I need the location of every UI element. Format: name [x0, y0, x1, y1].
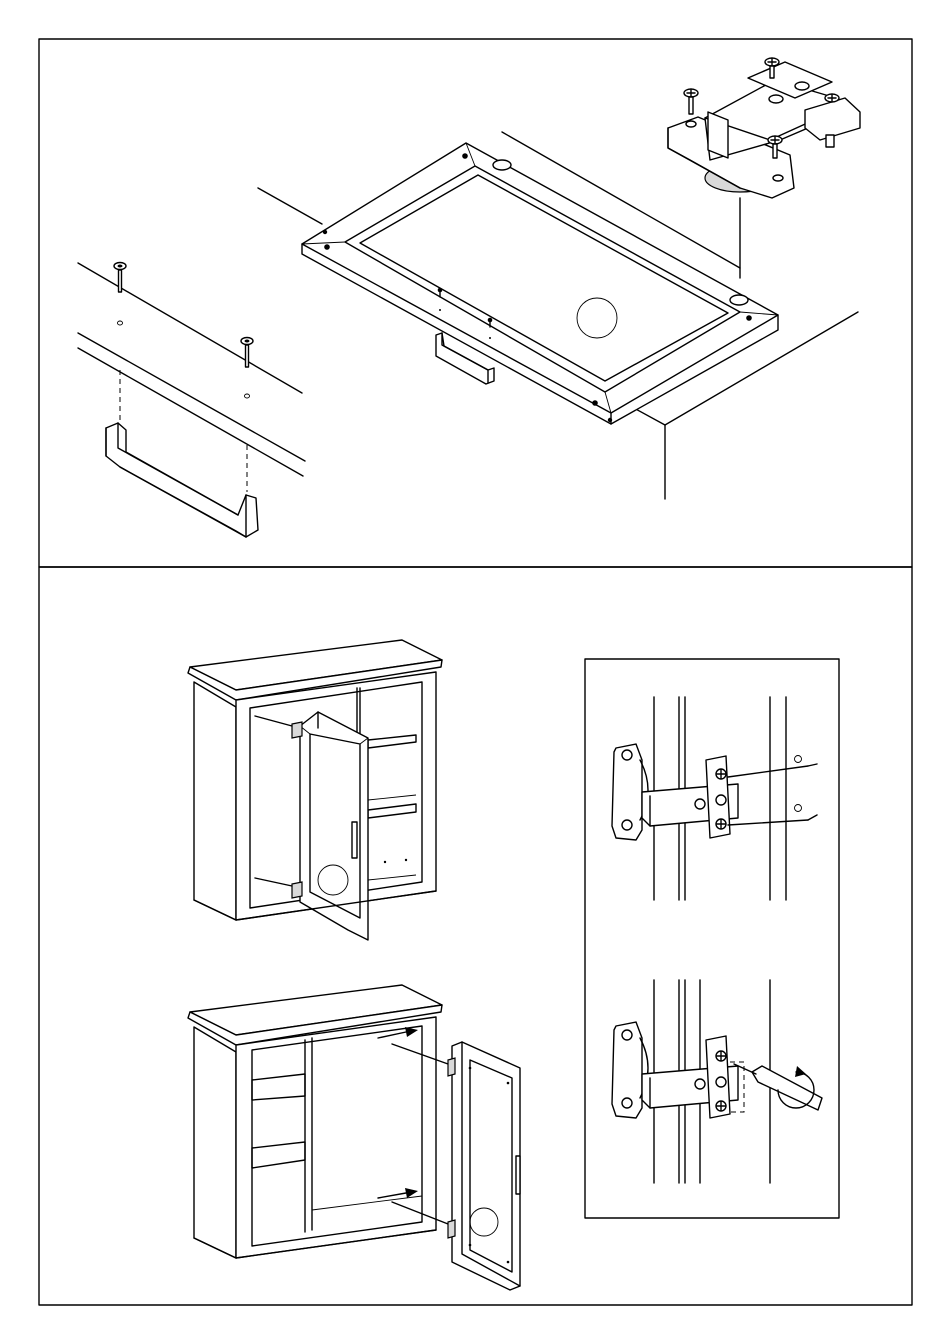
screw-icon: [825, 94, 839, 102]
inset-frame: [585, 659, 839, 1218]
screwdriver-icon: [734, 1064, 822, 1110]
cabinet-door-open: [188, 640, 442, 940]
hinge-detail: [668, 58, 860, 198]
hinge-adjustment-inset: [585, 659, 839, 1218]
screw-icon: [716, 769, 726, 779]
handle-icon: [106, 423, 258, 537]
screw-icon: [716, 819, 726, 829]
cabinet-door-removal: [188, 985, 520, 1290]
screw-icon: [241, 338, 253, 399]
screw-icon: [716, 1101, 726, 1111]
handle-mounting-detail: [78, 263, 305, 538]
screw-icon: [716, 1051, 726, 1061]
screw-icon: [114, 263, 126, 326]
